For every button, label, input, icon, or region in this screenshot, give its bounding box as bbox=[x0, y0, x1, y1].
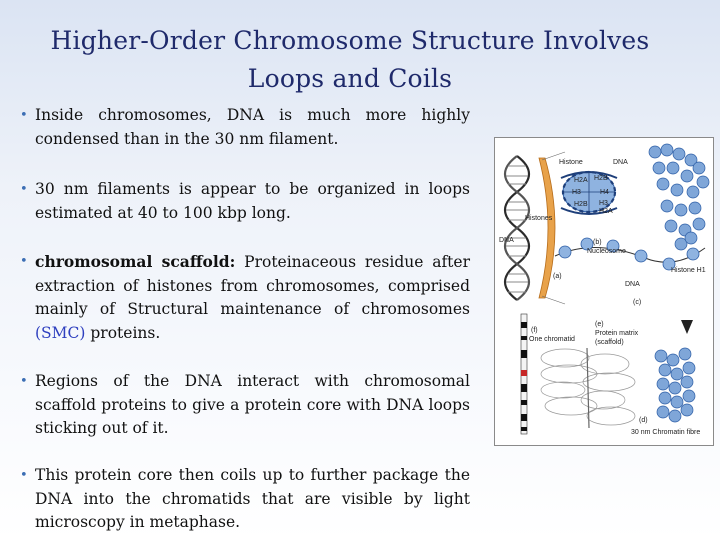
bullet-dot-icon: • bbox=[20, 374, 28, 389]
bullet-item: • chromosomal scaffold: Proteinaceous re… bbox=[20, 250, 470, 345]
bullet-item: • This protein core then coils up to fur… bbox=[20, 464, 470, 535]
label-h3b: H3 bbox=[599, 200, 608, 207]
scaffold-loops bbox=[540, 347, 636, 429]
title-line-2: Loops and Coils bbox=[247, 64, 453, 93]
label-d: (d) bbox=[639, 417, 648, 424]
bullet-text: Inside chromosomes, DNA is much more hig… bbox=[35, 106, 470, 148]
bead-string bbox=[554, 237, 706, 271]
bullet-dot-icon: • bbox=[20, 182, 28, 197]
label-c: (c) bbox=[633, 299, 641, 306]
label-dna-top: DNA bbox=[613, 159, 628, 166]
label-h2b: H2B bbox=[574, 201, 588, 208]
bullet-text: This protein core then coils up to furth… bbox=[35, 466, 470, 531]
title-line-1: Higher-Order Chromosome Structure Involv… bbox=[50, 26, 650, 55]
chromosome-diagram: Histone DNA H2A H2B H3 H4 H2B H3 H2A His… bbox=[499, 143, 710, 436]
label-e: (e) bbox=[595, 321, 604, 328]
bullet-dot-icon: • bbox=[20, 254, 28, 269]
bullet-dot-icon: • bbox=[20, 468, 28, 483]
label-a: (a) bbox=[553, 273, 562, 280]
scaffold-definition: Proteinaceous residue after extraction o… bbox=[35, 253, 470, 318]
label-histone: Histone bbox=[559, 159, 583, 166]
label-dna-left: DNA bbox=[499, 237, 514, 244]
bullet-item: • 30 nm filaments is appear to be organi… bbox=[20, 178, 470, 225]
bullet-dot-icon: • bbox=[20, 108, 28, 123]
bullet-item: • Inside chromosomes, DNA is much more h… bbox=[20, 104, 470, 151]
bullet-text: Regions of the DNA interact with chromos… bbox=[35, 372, 470, 437]
scaffold-term: chromosomal scaffold: bbox=[35, 252, 236, 271]
label-h2a: H2A bbox=[574, 177, 588, 184]
bullet-text: chromosomal scaffold: Proteinaceous resi… bbox=[20, 250, 470, 345]
chromatin-fibre-bottom bbox=[654, 347, 696, 423]
label-scaffold: (scaffold) bbox=[595, 339, 624, 346]
slide-title: Higher-Order Chromosome Structure Involv… bbox=[20, 22, 680, 98]
label-h4: H4 bbox=[600, 189, 609, 196]
label-nucleosome: Nucleosome bbox=[587, 248, 626, 255]
dna-double-helix bbox=[503, 155, 531, 301]
label-fibre: 30 nm Chromatin fibre bbox=[631, 429, 700, 436]
histone-fan bbox=[538, 151, 566, 305]
smc-acronym: (SMC) bbox=[35, 323, 86, 342]
label-histone-h1: Histone H1 bbox=[671, 267, 706, 274]
bullet-text: 30 nm filaments is appear to be organize… bbox=[35, 180, 470, 222]
down-arrow-icon bbox=[681, 320, 693, 334]
label-b: (b) bbox=[593, 239, 602, 246]
label-f: (f) bbox=[531, 327, 538, 334]
label-h3: H3 bbox=[572, 189, 581, 196]
scaffold-definition-end: proteins. bbox=[85, 323, 161, 342]
label-one-chromatid: One chromatid bbox=[529, 336, 575, 343]
chromatid-bar bbox=[520, 313, 528, 435]
label-h2a-b: H2A bbox=[599, 208, 613, 215]
label-h2b-top: H2B bbox=[594, 175, 608, 182]
label-histones: Histones bbox=[525, 215, 553, 222]
bullet-item: • Regions of the DNA interact with chrom… bbox=[20, 370, 470, 441]
chromosome-structure-figure: Histone DNA H2A H2B H3 H4 H2B H3 H2A His… bbox=[494, 137, 714, 446]
label-protein-matrix: Protein matrix bbox=[595, 330, 639, 337]
label-dna-c: DNA bbox=[625, 281, 640, 288]
nucleosome-core bbox=[560, 170, 618, 215]
chromatin-coil-top bbox=[648, 143, 710, 251]
